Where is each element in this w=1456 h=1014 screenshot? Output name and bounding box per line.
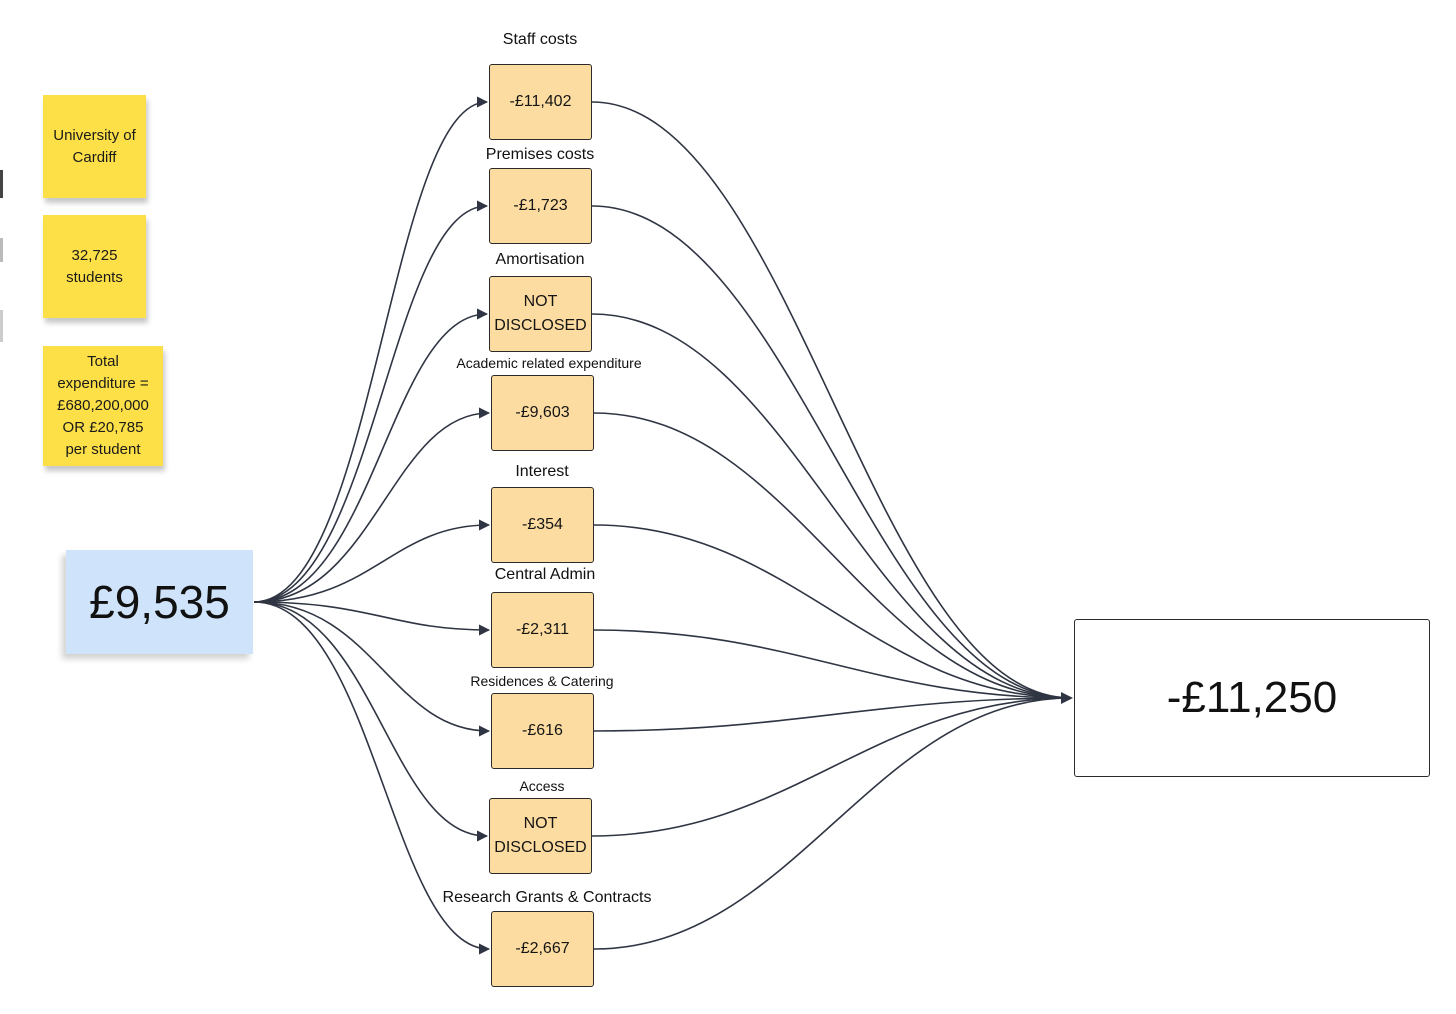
cost-value: NOT DISCLOSED [494, 815, 587, 856]
cost-value: -£354 [522, 516, 563, 533]
connector-out [591, 697, 1072, 837]
connector-in [253, 601, 491, 737]
offscreen-edge-mark [0, 310, 3, 342]
cost-node[interactable]: -£354 [491, 487, 594, 563]
sticky-note-text: Total expenditure = £680,200,000 OR £20,… [57, 353, 149, 458]
cost-node[interactable]: -£616 [491, 693, 594, 769]
connector-out [593, 697, 1072, 950]
cost-label: Interest [515, 463, 569, 480]
cost-node[interactable]: -£9,603 [491, 375, 594, 451]
cost-node[interactable]: -£2,667 [491, 911, 594, 987]
cost-value: -£2,311 [515, 621, 570, 638]
cost-label: Staff costs [502, 31, 578, 48]
connector-in [253, 601, 491, 955]
connector-out [591, 313, 1072, 699]
offscreen-edge-mark [0, 170, 3, 198]
cost-value: -£1,723 [513, 197, 568, 214]
source-value: £9,535 [89, 576, 230, 628]
cost-label: Research Grants & Contracts [442, 889, 652, 906]
connector-out [593, 697, 1072, 732]
connector-in [253, 407, 491, 603]
connector-in [253, 519, 491, 603]
cost-node[interactable]: NOT DISCLOSED [489, 276, 592, 352]
cost-value: NOT DISCLOSED [494, 293, 587, 334]
connector-out [591, 101, 1072, 699]
connector-in [253, 200, 489, 603]
result-arrowhead [1061, 692, 1073, 704]
cost-value: -£11,402 [509, 93, 572, 110]
sticky-note-students[interactable]: 32,725 students [43, 215, 146, 318]
cost-node[interactable]: -£11,402 [489, 64, 592, 140]
cost-value: -£616 [522, 722, 563, 739]
cost-node[interactable]: -£1,723 [489, 168, 592, 244]
sticky-note-text: University of Cardiff [53, 126, 136, 166]
connector-in [253, 601, 491, 636]
sticky-note-text: 32,725 students [66, 246, 123, 286]
cost-label: Premises costs [485, 146, 595, 163]
connector-out [591, 205, 1072, 699]
connector-out [593, 629, 1072, 699]
result-value: -£11,250 [1166, 673, 1338, 722]
cost-label: Academic related expenditure [456, 355, 642, 371]
source-value-sticky[interactable]: £9,535 [66, 550, 253, 654]
sticky-note-total-expenditure[interactable]: Total expenditure = £680,200,000 OR £20,… [43, 346, 163, 466]
cost-value: -£9,603 [515, 404, 570, 421]
connector-in [253, 601, 489, 842]
cost-label: Amortisation [495, 251, 585, 268]
cost-node[interactable]: -£2,311 [491, 592, 594, 668]
connector-in [253, 96, 489, 603]
cost-node[interactable]: NOT DISCLOSED [489, 798, 592, 874]
sticky-note-university[interactable]: University of Cardiff [43, 95, 146, 198]
cost-label: Residences & Catering [470, 673, 614, 689]
cost-label: Central Admin [494, 566, 596, 583]
cost-value: -£2,667 [515, 940, 570, 957]
connector-out [593, 524, 1072, 699]
cost-label: Access [519, 778, 565, 794]
result-box[interactable]: -£11,250 [1074, 619, 1430, 777]
connector-in [253, 308, 489, 603]
connector-out [593, 412, 1072, 699]
offscreen-edge-mark [0, 238, 3, 262]
